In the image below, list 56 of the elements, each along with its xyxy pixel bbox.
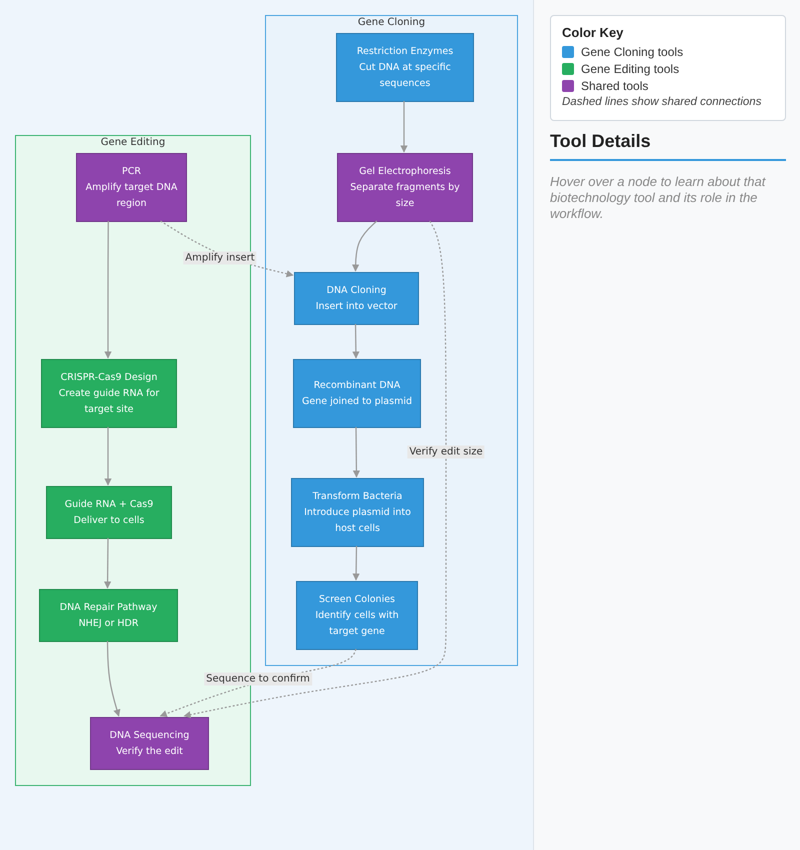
arrow (352, 220, 378, 272)
node-description: Amplify target DNA region (84, 180, 178, 210)
node-title: PCR (122, 164, 141, 178)
node-title: DNA Sequencing (110, 728, 190, 742)
arrow (184, 220, 447, 718)
edge-label: Verify edit size (407, 446, 485, 458)
arrow (104, 427, 112, 486)
process-box (90, 717, 209, 770)
node-description: Introduce plasmid into host cells (303, 506, 412, 536)
process-box (76, 153, 187, 222)
arrow (352, 324, 360, 359)
node-title: Recombinant DNA (314, 378, 400, 392)
legend-label: Shared tools (581, 78, 648, 92)
process-box (46, 486, 172, 539)
process-box (39, 589, 178, 642)
group-label: Gene Editing (100, 137, 166, 148)
arrow (106, 641, 120, 717)
node-title: Transform Bacteria (312, 490, 402, 504)
arrow (400, 101, 408, 153)
node-description: Create guide RNA for target site (58, 386, 160, 416)
node-title: Gel Electrophoresis (359, 164, 451, 178)
group-panel (265, 15, 518, 666)
process-box (41, 359, 177, 428)
node-title: Restriction Enzymes (356, 44, 454, 58)
node-description: Cut DNA at specific sequences (358, 60, 452, 90)
node-description: Gene joined to plasmid (302, 394, 412, 408)
node-title: Guide RNA + Cas9 (64, 498, 154, 512)
node-title: CRISPR-Cas9 Design (60, 370, 158, 384)
arrow (104, 538, 112, 589)
node-description: Separate fragments by size (349, 180, 461, 210)
process-box (293, 359, 421, 428)
process-box (296, 581, 418, 650)
node-title: DNA Cloning (326, 284, 386, 298)
process-box (336, 33, 474, 102)
edge-label: Sequence to confirm (204, 672, 312, 686)
process-box (337, 153, 473, 222)
node-description: Insert into vector (316, 300, 398, 314)
panel-heading: Tool Details (550, 131, 786, 161)
legend-label: Gene Editing tools (581, 62, 680, 76)
node-title: Screen Colonies (318, 592, 396, 606)
arrow (104, 221, 112, 359)
edge-label: Amplify insert (183, 252, 257, 264)
node-description: Identify cells with target gene (314, 608, 400, 638)
process-box (294, 272, 419, 325)
node-description: NHEJ or HDR (78, 616, 138, 630)
legend-label: Gene Cloning tools (581, 44, 684, 58)
node-title: DNA Repair Pathway (60, 600, 158, 614)
arrow (352, 427, 360, 478)
legend-note: Dashed lines show shared connections (562, 96, 762, 108)
node-description: Deliver to cells (74, 514, 144, 528)
node-description: Verify the edit (116, 744, 183, 758)
process-box (291, 478, 424, 547)
legend-title: Color Key (562, 25, 624, 40)
group-label: Gene Cloning (358, 17, 426, 28)
arrow (352, 546, 360, 581)
panel-hint: Hover over a node to learn about that biotechnology tool and its role in the workflow. (550, 174, 767, 222)
